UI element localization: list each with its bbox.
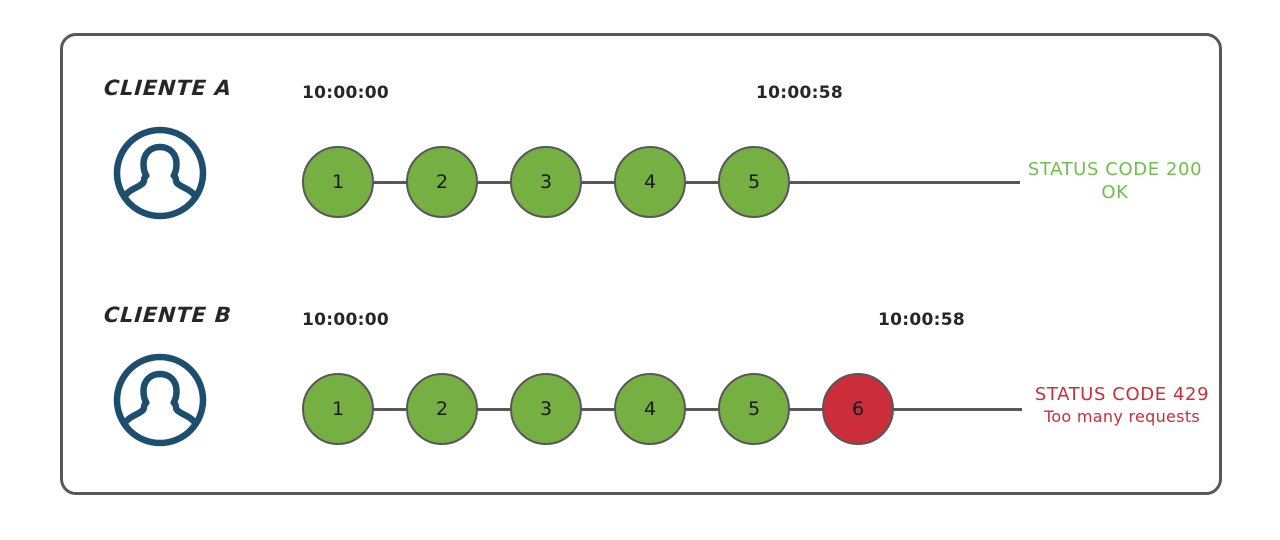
request-node[interactable]: 5 bbox=[718, 373, 790, 445]
chain-connector bbox=[476, 408, 512, 411]
status-text-b: Too many requests bbox=[1043, 407, 1201, 426]
timestamp-start-a: 10:00:00 bbox=[302, 83, 389, 103]
client-row-b: CLIENTE B 10:00:00 10:00:58 1 2 3 4 5 6 bbox=[0, 260, 1280, 490]
chain-connector bbox=[372, 408, 408, 411]
request-node[interactable]: 1 bbox=[302, 146, 374, 218]
chain-connector bbox=[684, 408, 720, 411]
timestamp-end-a: 10:00:58 bbox=[756, 83, 843, 103]
chain-connector bbox=[476, 181, 512, 184]
status-code-b: STATUS CODE 429 bbox=[1034, 384, 1210, 405]
client-label-a: CLIENTE A bbox=[103, 76, 233, 100]
user-avatar-icon-a bbox=[110, 123, 210, 223]
chain-connector bbox=[580, 181, 616, 184]
chain-connector bbox=[372, 181, 408, 184]
timestamp-start-b: 10:00:00 bbox=[302, 310, 389, 330]
request-node[interactable]: 4 bbox=[614, 373, 686, 445]
chain-tail bbox=[788, 181, 1020, 184]
status-text-a: OK bbox=[1101, 182, 1129, 203]
request-node-rejected[interactable]: 6 bbox=[822, 373, 894, 445]
status-badge-b: STATUS CODE 429 Too many requests bbox=[1022, 383, 1222, 428]
client-row-a: CLIENTE A 10:00:00 10:00:58 1 2 3 4 5 ST… bbox=[0, 33, 1280, 263]
client-label-b: CLIENTE B bbox=[103, 303, 233, 327]
request-node[interactable]: 3 bbox=[510, 146, 582, 218]
chain-connector bbox=[788, 408, 824, 411]
request-node[interactable]: 2 bbox=[406, 373, 478, 445]
timestamp-end-b: 10:00:58 bbox=[878, 310, 965, 330]
user-avatar-icon-b bbox=[110, 350, 210, 450]
chain-tail bbox=[892, 408, 1022, 411]
chain-connector bbox=[580, 408, 616, 411]
chain-connector bbox=[684, 181, 720, 184]
request-node[interactable]: 5 bbox=[718, 146, 790, 218]
request-node[interactable]: 3 bbox=[510, 373, 582, 445]
request-node[interactable]: 2 bbox=[406, 146, 478, 218]
request-node[interactable]: 4 bbox=[614, 146, 686, 218]
status-code-a: STATUS CODE 200 bbox=[1027, 159, 1203, 180]
status-badge-a: STATUS CODE 200 OK bbox=[1020, 158, 1210, 204]
request-node[interactable]: 1 bbox=[302, 373, 374, 445]
